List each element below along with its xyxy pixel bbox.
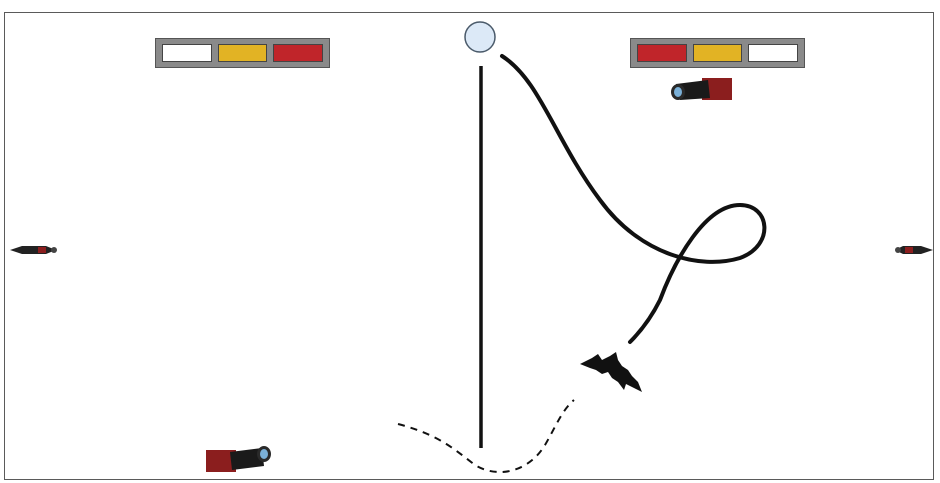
signal-panel-right	[630, 38, 805, 68]
panel-left-light-1	[162, 44, 212, 62]
bat-icon	[580, 352, 642, 392]
camera-icon	[206, 446, 271, 472]
diagram-frame	[4, 12, 934, 480]
signal-panel-left	[155, 38, 330, 68]
sensor-icon	[10, 246, 57, 254]
panel-right-light-3	[748, 44, 799, 62]
panel-left-light-3	[273, 44, 324, 62]
panel-right-light-1	[637, 44, 687, 62]
camera-icon	[671, 78, 732, 100]
panel-right-light-2	[692, 44, 743, 62]
flight-path-dashed	[397, 399, 575, 474]
flight-path-solid	[500, 54, 767, 344]
ball-icon	[464, 21, 496, 53]
sensor-icon	[895, 246, 933, 254]
panel-left-light-2	[217, 44, 268, 62]
